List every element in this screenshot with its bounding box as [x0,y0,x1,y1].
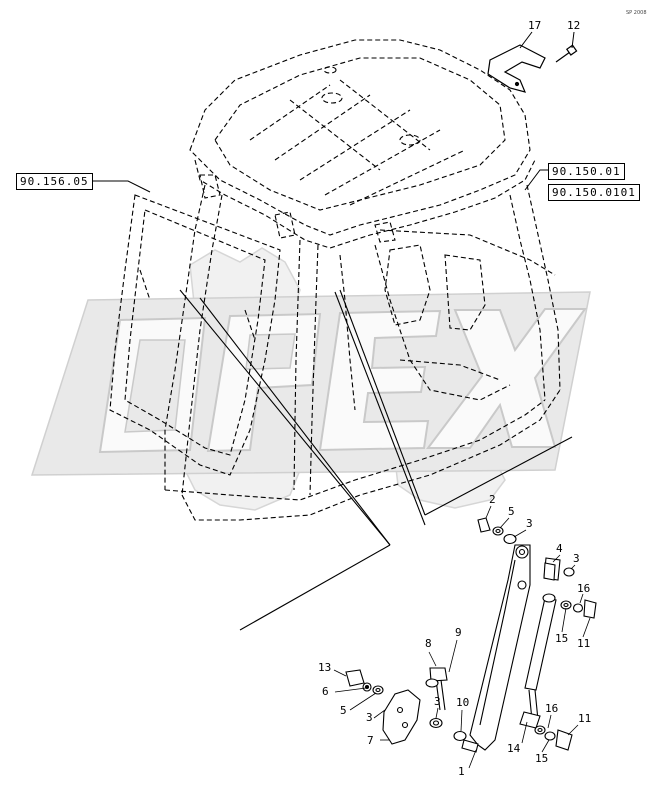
explode-guide-lines [179,289,573,631]
reference-box-90-150-01[interactable]: 90.150.01 [548,163,625,180]
callout-2[interactable]: 2 [489,493,496,506]
callout-3[interactable]: 3 [573,552,580,565]
callout-11[interactable]: 11 [578,712,592,725]
callout-9[interactable]: 9 [455,626,462,639]
callout-1[interactable]: 1 [458,765,465,778]
reference-box-90-156-05[interactable]: 90.156.05 [16,173,93,190]
callout-leaders [333,505,591,769]
callout-15[interactable]: 15 [535,752,549,765]
callout-17[interactable]: 17 [528,19,542,32]
callout-3[interactable]: 3 [434,695,441,708]
callout-4[interactable]: 4 [556,542,563,555]
callout-5[interactable]: 5 [508,505,515,518]
callout-8[interactable]: 8 [425,637,432,650]
callout-3[interactable]: 3 [366,711,373,724]
callout-3[interactable]: 3 [526,517,533,530]
callout-6[interactable]: 6 [322,685,329,698]
callout-15[interactable]: 15 [555,632,569,645]
callout-7[interactable]: 7 [367,734,374,747]
callout-11[interactable]: 11 [577,637,591,650]
gas-spring-part-14 [524,597,557,691]
callout-12[interactable]: 12 [567,19,581,32]
drawing-code: SP 2008 [626,10,647,16]
callout-14[interactable]: 14 [507,742,521,755]
callout-16[interactable]: 16 [577,582,591,595]
screw-part-12 [555,44,578,63]
watermark-logo [30,247,591,511]
arm-part-1 [469,544,531,751]
bracket-part-7 [382,689,421,745]
callout-10[interactable]: 10 [456,696,470,709]
hardware-parts [345,517,597,753]
cab-frame [109,39,561,521]
reference-leaders [83,31,575,193]
reference-box-90-150-0101[interactable]: 90.150.0101 [548,184,640,201]
bracket-part-17 [487,44,546,93]
callout-5[interactable]: 5 [340,704,347,717]
callout-16[interactable]: 16 [545,702,559,715]
callout-13[interactable]: 13 [318,661,332,674]
